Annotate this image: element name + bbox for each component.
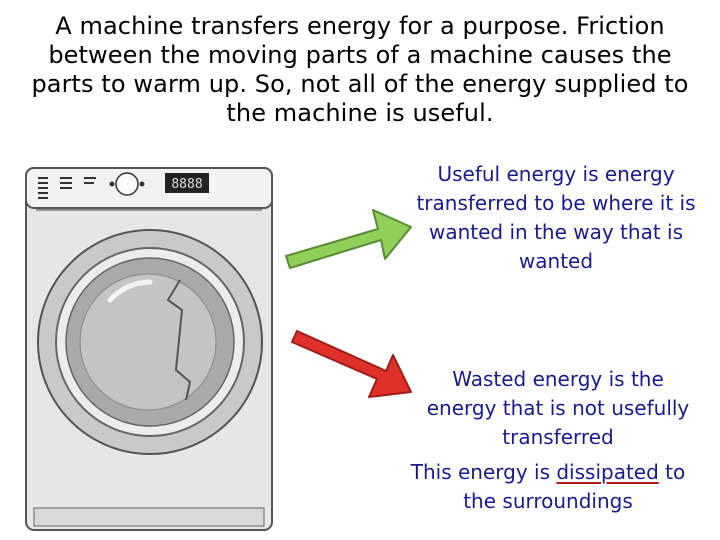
washing-machine-icon: 8888 [25,167,273,531]
wasted-energy-text: Wasted energy is the energy that is not … [426,367,690,449]
intro-text: A machine transfers energy for a purpose… [31,12,689,127]
dissipated-text: This energy is dissipated to the surroun… [400,458,696,516]
green-arrow-icon [285,209,412,269]
dissipated-before: This energy is [410,460,557,484]
red-arrow-icon [291,330,412,398]
useful-energy-text: Useful energy is energy transferred to b… [416,162,696,273]
dissipated-after: to the surroundings [463,460,686,513]
display-readout: 8888 [171,177,202,192]
dissipated-keyword: dissipated [556,460,659,484]
